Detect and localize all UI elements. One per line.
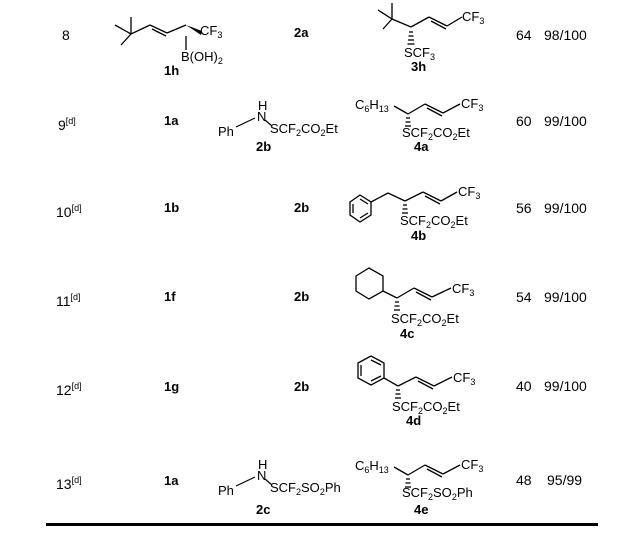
- hexyl-label: C6H13: [355, 97, 389, 115]
- substrate-label: 1b: [164, 200, 180, 215]
- cf3-label: CF3: [200, 23, 223, 41]
- cf3-label: CF3: [462, 9, 485, 27]
- n-label: N: [257, 468, 267, 483]
- reagent-label: 2b: [294, 289, 310, 304]
- table-bottom-rule: [46, 523, 598, 526]
- entry-cell: 13[d]: [56, 475, 82, 492]
- cf3-label: CF3: [458, 184, 481, 202]
- product-scf2co2et-label: SCF2CO2Et: [400, 213, 468, 231]
- product-label: 4b: [411, 228, 427, 243]
- cf3-label: CF3: [452, 281, 475, 299]
- entry-cell: 12[d]: [56, 381, 82, 398]
- product-scf2co2et-label: SCF2CO2Et: [402, 125, 470, 143]
- phenyl-label: Ph: [218, 124, 234, 139]
- scf2so2ph-label: SCF2SO2Ph: [270, 480, 341, 498]
- product-label: 4e: [414, 502, 429, 517]
- entry-cell: 10[d]: [56, 203, 82, 220]
- product-label: 4a: [414, 139, 429, 154]
- ratio-cell: 99/100: [544, 378, 587, 394]
- entry-cell: 8: [62, 27, 70, 43]
- reagent-label: 2a: [294, 25, 309, 40]
- ratio-cell: 99/100: [544, 200, 587, 216]
- substrate-label: 1h: [164, 63, 180, 78]
- product-scf2co2et-label: SCF2CO2Et: [392, 399, 460, 417]
- scf3-label: SCF3: [404, 45, 436, 63]
- entry-cell: 11[d]: [56, 292, 81, 309]
- phenyl-label: Ph: [218, 483, 234, 498]
- n-label: N: [257, 109, 267, 124]
- substrate-label: 1g: [164, 379, 180, 394]
- yield-cell: 64: [516, 27, 532, 43]
- product-scf2so2ph-label: SCF2SO2Ph: [402, 485, 473, 503]
- reagent-label: 2b: [256, 139, 272, 154]
- hexyl-label: C6H13: [355, 458, 389, 476]
- product-label: 3h: [411, 59, 427, 74]
- nh-label: H: [258, 98, 268, 113]
- boronic-acid-label: B(OH)2: [181, 49, 223, 67]
- yield-cell: 54: [516, 289, 532, 305]
- product-label: 4d: [406, 413, 422, 428]
- ratio-cell: 95/99: [547, 472, 583, 488]
- entry-cell: 9[d]: [58, 116, 76, 133]
- product-scf2co2et-label: SCF2CO2Et: [391, 311, 459, 329]
- substrate-label: 1a: [164, 473, 179, 488]
- cf3-label: CF3: [461, 96, 484, 114]
- ratio-cell: 98/100: [544, 27, 587, 43]
- cf3-label: CF3: [461, 457, 484, 475]
- reagent-label: 2c: [256, 502, 271, 517]
- nh-label: H: [258, 457, 268, 472]
- yield-cell: 48: [516, 472, 532, 488]
- yield-cell: 60: [516, 113, 532, 129]
- yield-cell: 40: [516, 378, 532, 394]
- substrate-label: 1f: [164, 289, 176, 304]
- substrate-label: 1a: [164, 113, 179, 128]
- cf3-label: CF3: [453, 370, 476, 388]
- ratio-cell: 99/100: [544, 289, 587, 305]
- yield-cell: 56: [516, 200, 532, 216]
- product-label: 4c: [400, 326, 415, 341]
- reagent-label: 2b: [294, 379, 310, 394]
- ratio-cell: 99/100: [544, 113, 587, 129]
- reagent-label: 2b: [294, 200, 310, 215]
- scf2co2et-label: SCF2CO2Et: [270, 121, 338, 139]
